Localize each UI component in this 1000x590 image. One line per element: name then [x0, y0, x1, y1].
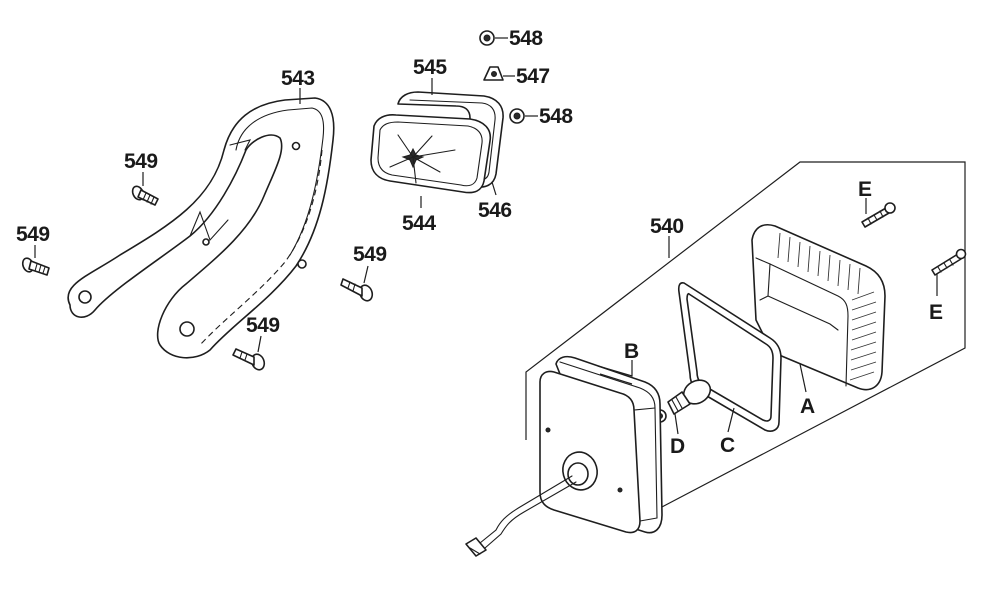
bracket-543: [67, 97, 335, 359]
screw-549-b: [21, 257, 50, 276]
screw-E-right: [931, 248, 967, 276]
callout-549-c: 549: [353, 243, 387, 266]
callout-A: A: [800, 395, 815, 418]
nut-548-top: [479, 30, 495, 46]
screw-E-top: [861, 202, 896, 228]
callout-C: C: [720, 434, 735, 457]
callout-540: 540: [650, 215, 684, 238]
bulb-D: [653, 379, 712, 423]
screw-549-d: [232, 348, 266, 371]
bulb-socket: [562, 451, 598, 491]
screw-549-a: [131, 185, 159, 206]
screw-549-c: [340, 278, 374, 302]
leader-C: [727, 407, 735, 433]
callout-548-mid: 548: [539, 105, 573, 128]
leader-B: [597, 360, 633, 377]
callout-546: 546: [478, 199, 512, 222]
callout-545: 545: [413, 56, 447, 79]
leader-549-c: [363, 265, 369, 284]
reflector-star: [389, 134, 456, 184]
callout-549-a: 549: [124, 150, 158, 173]
callout-B: B: [624, 340, 639, 363]
leader-D: [674, 413, 679, 435]
callout-544: 544: [402, 212, 436, 235]
callout-547: 547: [516, 65, 550, 88]
lamp-housing: [539, 355, 663, 534]
callout-543: 543: [281, 67, 315, 90]
wire-harness: [465, 475, 577, 557]
nut-548-mid: [509, 108, 525, 124]
leader-546: [491, 181, 497, 196]
leader-A: [799, 363, 807, 393]
leader-B-lower: [599, 373, 633, 385]
callout-548-top: 548: [509, 27, 543, 50]
callout-E-top: E: [858, 178, 872, 201]
lens-ribs: [777, 232, 877, 381]
callout-549-b: 549: [16, 223, 50, 246]
leader-549-d: [257, 335, 262, 353]
assembly-540-boundary: [525, 161, 966, 509]
callout-D: D: [670, 435, 685, 458]
callout-549-d: 549: [246, 314, 280, 337]
reflector-544: [370, 114, 492, 194]
nut-547: [483, 66, 504, 81]
lens-A: [751, 224, 886, 391]
callout-E-right: E: [929, 301, 943, 324]
